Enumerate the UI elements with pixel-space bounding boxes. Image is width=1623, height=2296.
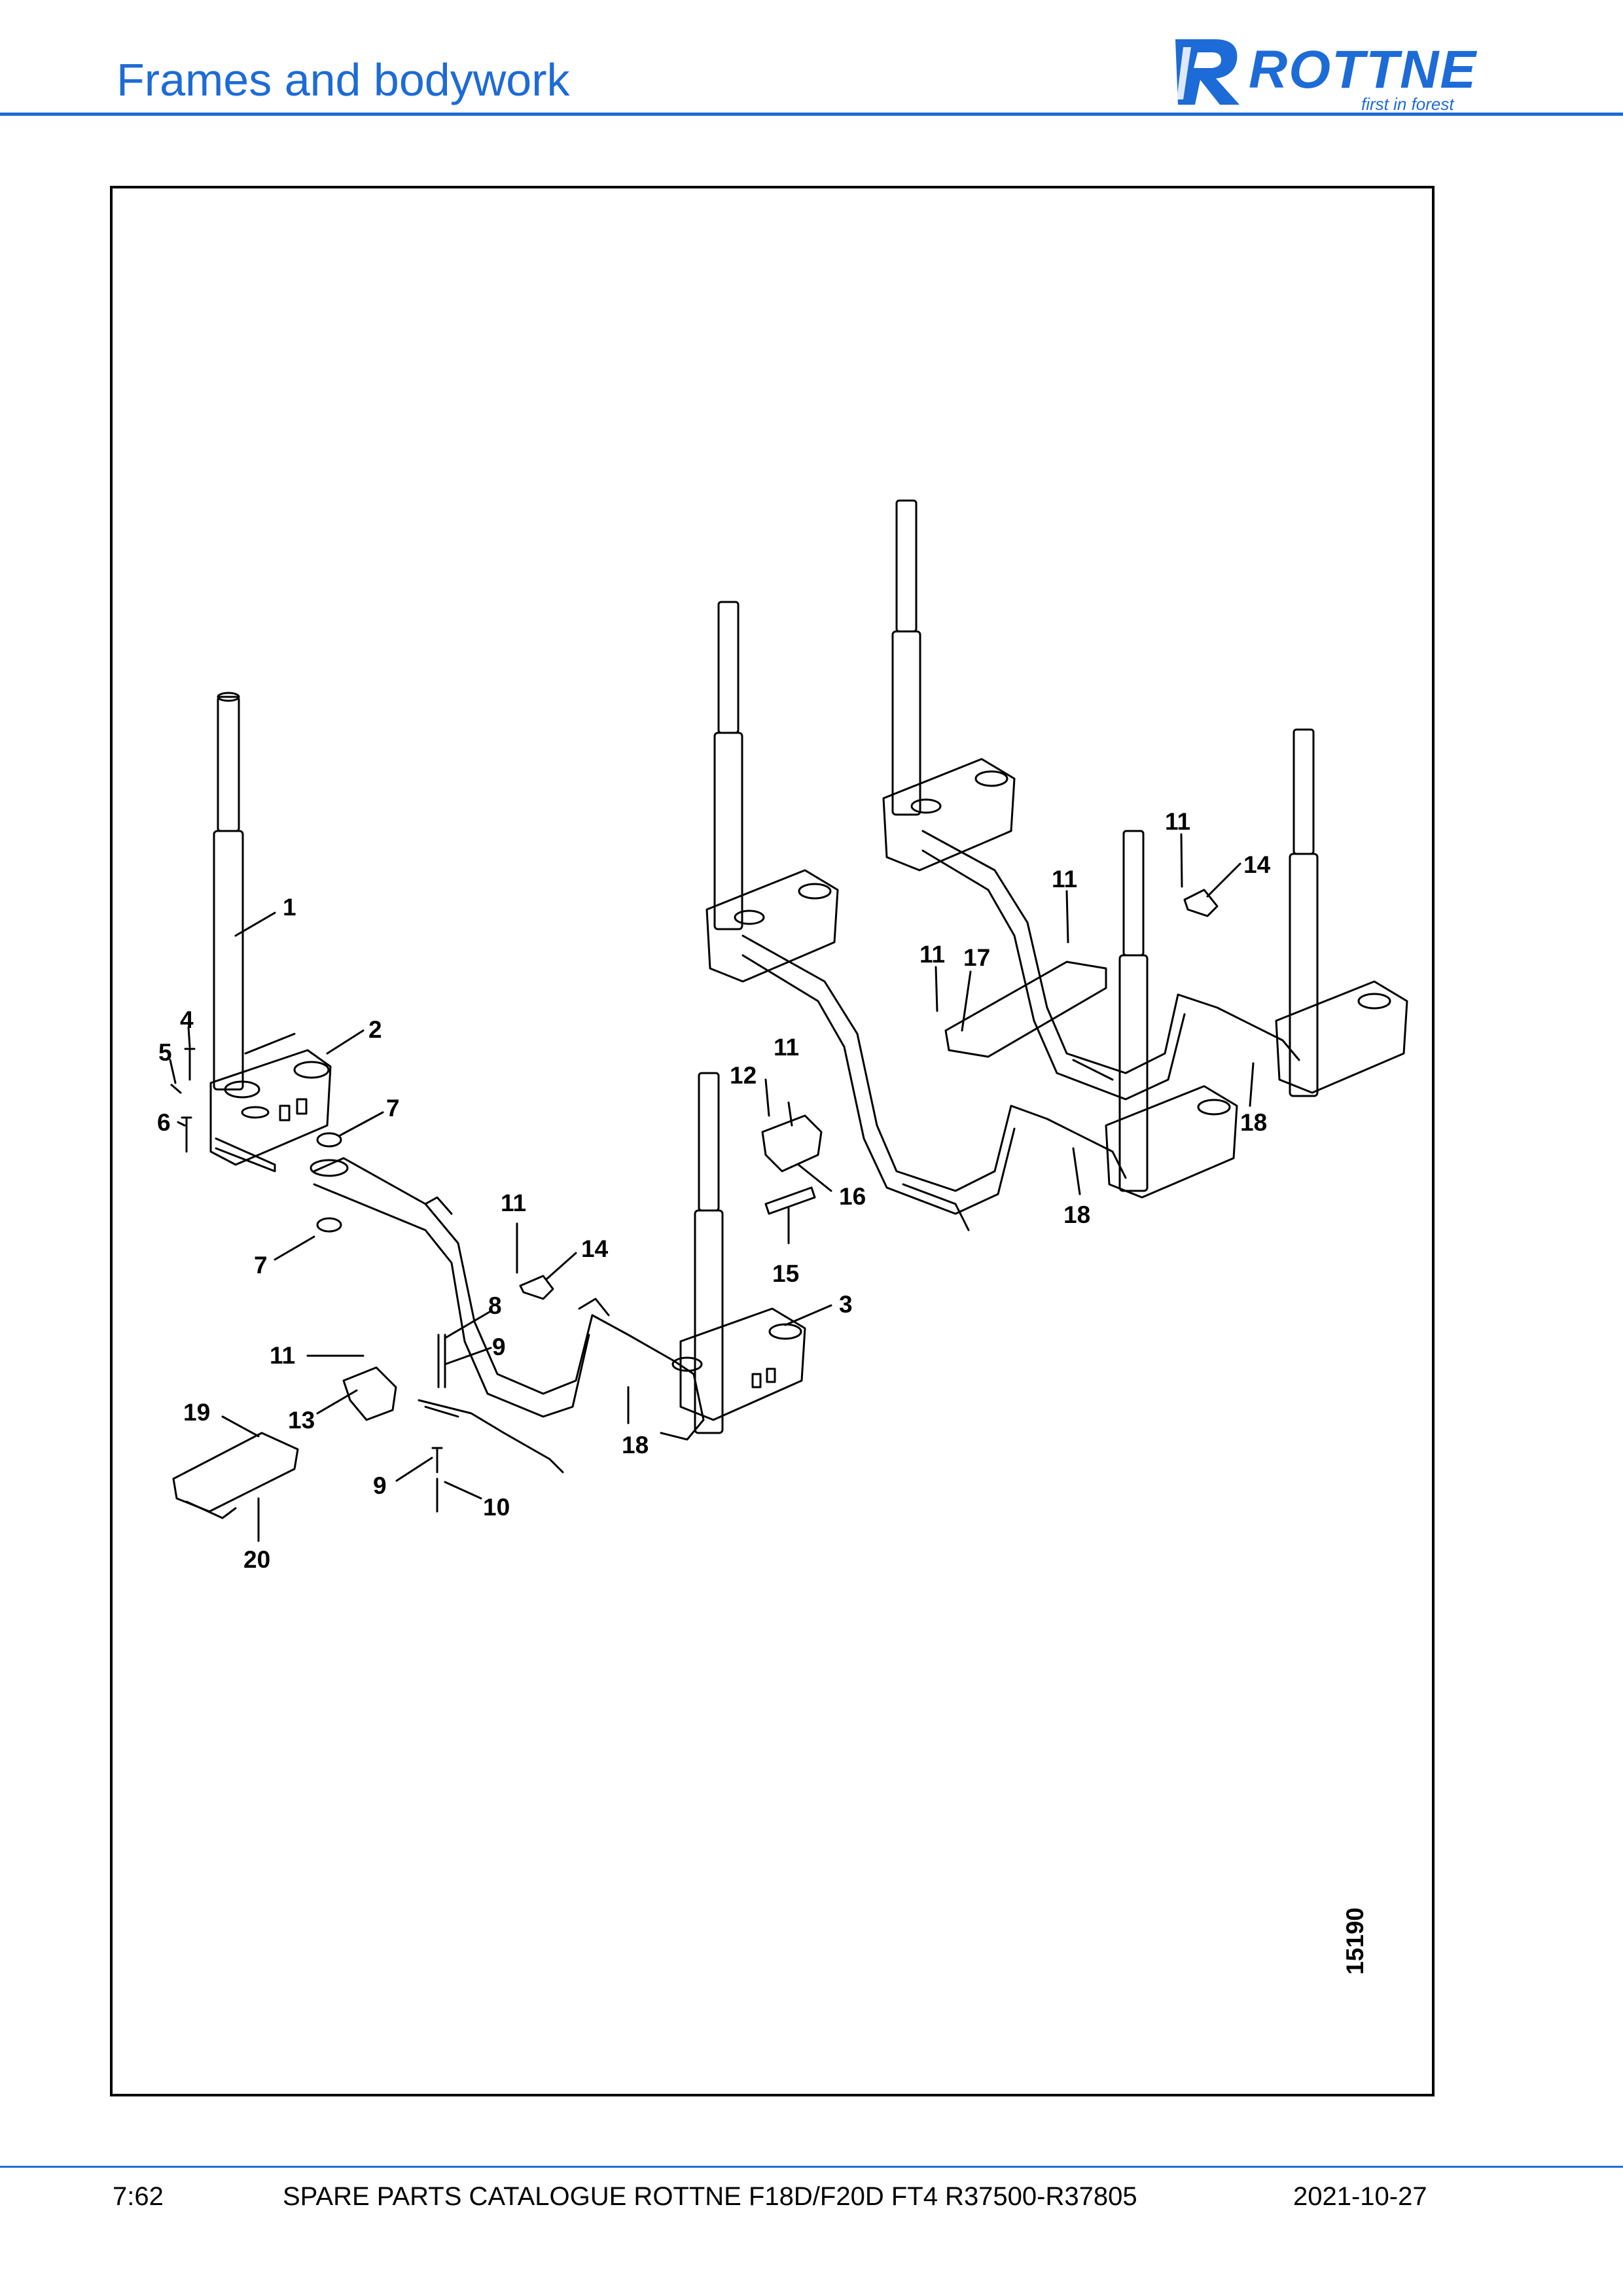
callout-18-mid: 18 [1063, 1201, 1091, 1228]
shield-17 [944, 961, 1107, 1058]
front-u-frame [310, 1157, 705, 1474]
bracket-13 [342, 1366, 397, 1421]
callout-11-c: 11 [774, 1034, 800, 1061]
figure-number: 15190 [1342, 1907, 1368, 1975]
callout-11-e: 11 [1052, 866, 1078, 892]
callout-18-right: 18 [1240, 1109, 1268, 1136]
stake-3 [671, 1072, 806, 1434]
rear-stake-mid [882, 499, 1016, 872]
footer-rule [0, 2166, 1623, 2168]
callout-15: 15 [772, 1260, 800, 1287]
callout-16: 16 [839, 1183, 866, 1210]
plate-16 [761, 1114, 823, 1173]
rear-frames [705, 499, 1408, 1231]
callout-8: 8 [488, 1292, 502, 1319]
front-frame [170, 692, 806, 1519]
callout-9-lower: 9 [373, 1472, 387, 1499]
bushing-7-lower [316, 1217, 342, 1233]
callout-6: 6 [157, 1109, 171, 1136]
rear-u-frame-a [741, 934, 1127, 1192]
callout-20: 20 [243, 1546, 271, 1573]
rottne-r-mark-icon [1175, 39, 1240, 105]
footer-catalogue-title: SPARE PARTS CATALOGUE ROTTNE F18D/F20D F… [283, 2182, 1137, 2211]
callout-11-a: 11 [501, 1190, 527, 1216]
logo-wordmark: ROTTNE [1249, 40, 1478, 99]
rear-stake-right-b [1275, 728, 1408, 1097]
stake-1 [213, 692, 244, 1091]
cover-19 [172, 1432, 299, 1513]
callout-7-lower: 7 [254, 1252, 268, 1279]
callout-3: 3 [839, 1291, 853, 1318]
bracket-14-front [519, 1275, 554, 1300]
header-rule [0, 113, 1623, 116]
callout-14-rear: 14 [1243, 851, 1271, 878]
pin-8 [437, 1333, 446, 1388]
callout-11-f: 11 [1165, 808, 1191, 835]
callout-11-d: 11 [919, 941, 946, 968]
rottne-logo: ROTTNE first in forest [1169, 34, 1509, 114]
callout-1: 1 [283, 894, 296, 921]
callout-13: 13 [288, 1407, 315, 1434]
callout-17: 17 [963, 944, 991, 971]
bracket-14-rear [1183, 889, 1219, 917]
footer-page-number: 7:62 [113, 2182, 164, 2211]
bushing-7-upper [316, 1132, 342, 1148]
callout-11-b: 11 [270, 1342, 296, 1369]
callout-4: 4 [180, 1006, 194, 1033]
bolt-4 [184, 1048, 196, 1081]
logo-tagline: first in forest [1361, 94, 1454, 114]
callout-2: 2 [368, 1016, 382, 1043]
callout-19: 19 [183, 1399, 211, 1426]
bolt-5 [170, 1084, 182, 1094]
callout-10: 10 [483, 1494, 510, 1521]
fastener-9-lower [431, 1447, 443, 1474]
rear-stake-left [705, 601, 839, 983]
rear-stake-right-a [1105, 830, 1238, 1199]
callout-5: 5 [158, 1039, 172, 1066]
bolt-6 [181, 1116, 192, 1153]
callout-7-upper: 7 [386, 1095, 400, 1122]
bolster-2 [209, 1033, 332, 1173]
leader-lines [169, 833, 1255, 1542]
page-title: Frames and bodywork [116, 54, 570, 105]
rear-u-frame-b [921, 830, 1300, 1074]
callout-9-upper: 9 [492, 1333, 506, 1360]
figure-frame [110, 186, 1435, 2096]
footer-date: 2021-10-27 [1293, 2182, 1427, 2211]
callout-18-front: 18 [622, 1432, 649, 1458]
callout-12: 12 [730, 1062, 757, 1089]
callout-14-front: 14 [581, 1235, 609, 1262]
bracket-15 [764, 1186, 816, 1215]
